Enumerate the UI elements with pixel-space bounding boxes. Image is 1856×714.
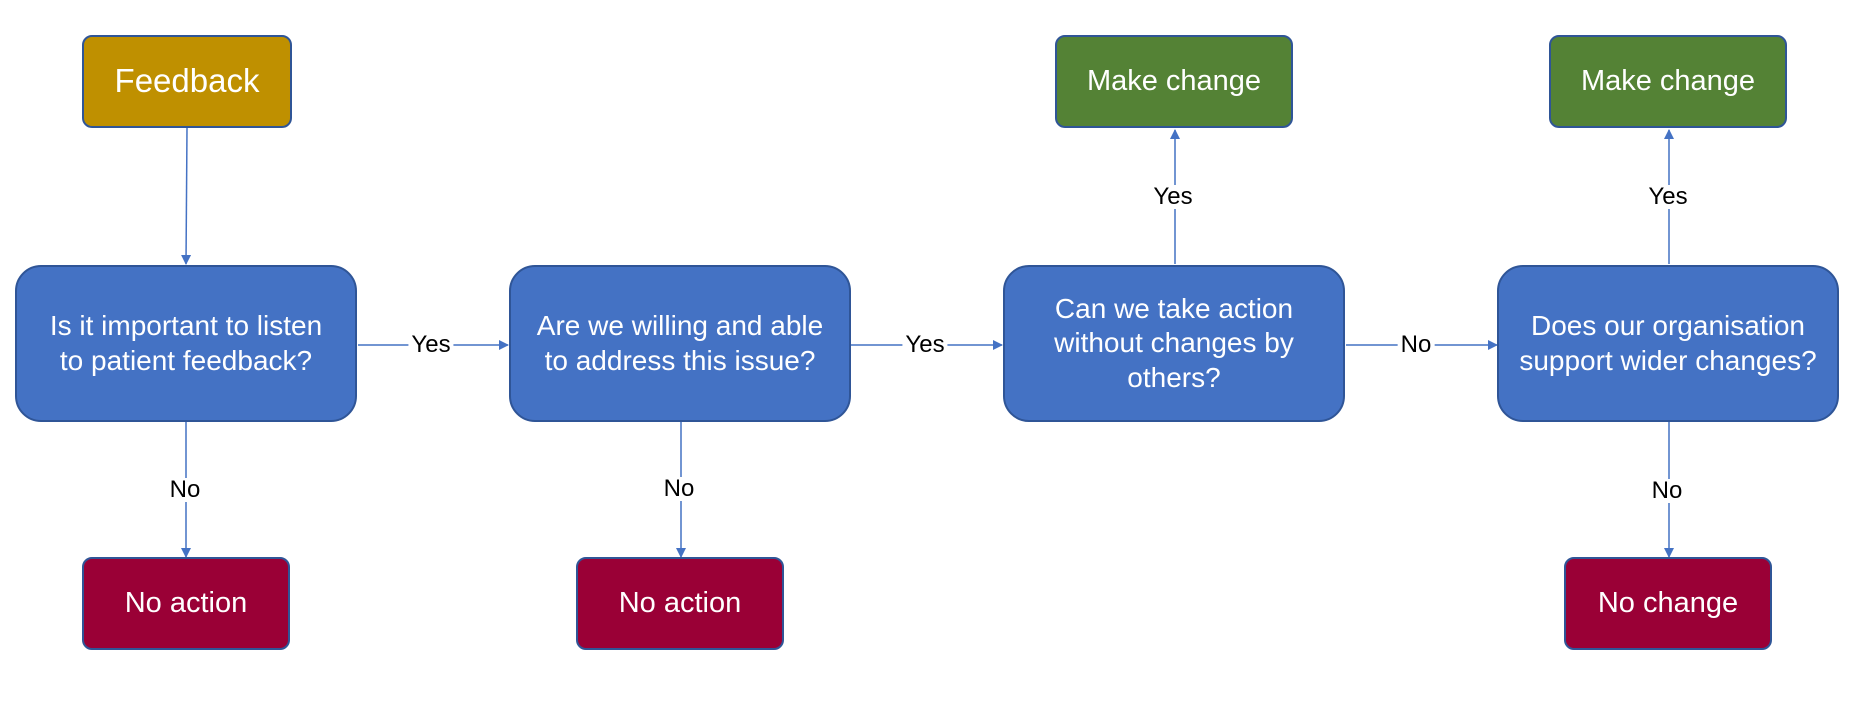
no-action-node-1: No action: [82, 557, 290, 650]
make-change-label-2: Make change: [1580, 64, 1756, 97]
decision-organisation-support: Does our organisation support wider chan…: [1497, 265, 1839, 422]
make-change-label-1: Make change: [1086, 64, 1262, 97]
edge-label-q2-yes: Yes: [902, 333, 948, 357]
decision-important-to-listen: Is it important to listen to patient fee…: [15, 265, 357, 422]
make-change-node-2: Make change: [1549, 35, 1787, 128]
edge-label-q4-no: No: [1648, 479, 1686, 503]
edge-feedback-q1: [181, 127, 192, 265]
decision-willing-and-able-label: Are we willing and able to address this …: [536, 310, 824, 376]
edge-label-q1-no: No: [166, 478, 204, 502]
edge-label-q2-no: No: [660, 477, 698, 501]
edge-label-q1-yes: Yes: [408, 333, 454, 357]
feedback-node: Feedback: [82, 35, 292, 128]
make-change-node-1: Make change: [1055, 35, 1293, 128]
edge-label-q3-yes: Yes: [1150, 185, 1196, 209]
no-change-node: No change: [1564, 557, 1772, 650]
decision-take-action-label: Can we take action without changes by ot…: [1054, 293, 1294, 393]
decision-take-action: Can we take action without changes by ot…: [1003, 265, 1345, 422]
decision-organisation-support-label: Does our organisation support wider chan…: [1519, 310, 1817, 376]
no-action-label-1: No action: [124, 586, 248, 619]
feedback-label: Feedback: [114, 62, 260, 100]
no-action-label-2: No action: [618, 586, 742, 619]
decision-important-to-listen-label: Is it important to listen to patient fee…: [49, 310, 323, 376]
edge-label-q3-no: No: [1397, 333, 1435, 357]
no-change-label: No change: [1597, 586, 1739, 619]
no-action-node-2: No action: [576, 557, 784, 650]
edge-label-q4-yes: Yes: [1645, 185, 1691, 209]
decision-willing-and-able: Are we willing and able to address this …: [509, 265, 851, 422]
